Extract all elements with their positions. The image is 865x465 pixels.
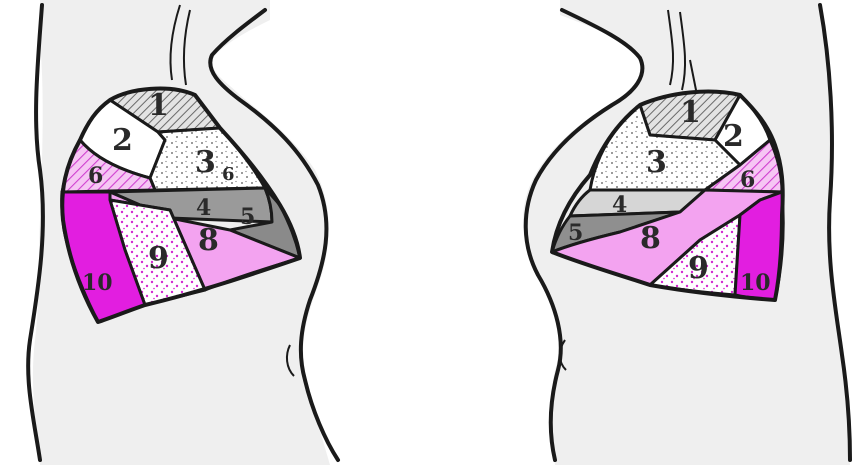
left-label-6: 6 [88, 163, 103, 189]
left-label-2: 2 [112, 123, 133, 158]
left-label-3: 3 [195, 145, 216, 180]
right-label-1: 1 [680, 95, 701, 130]
left-label-5: 5 [240, 204, 255, 230]
left-label-1: 1 [148, 88, 169, 123]
right-label-6: 6 [740, 167, 755, 193]
left-label-10: 10 [82, 270, 113, 296]
right-figure: 1 2 3 6 4 5 8 9 10 [523, 0, 850, 465]
left-label-3b: 6 [222, 164, 235, 185]
left-label-9: 9 [148, 241, 169, 276]
left-figure: 1 2 3 6 6 4 5 8 9 10 [28, 0, 338, 465]
right-label-5: 5 [568, 220, 583, 246]
right-label-10: 10 [740, 270, 771, 296]
right-label-3: 3 [646, 145, 667, 180]
right-label-8: 8 [640, 221, 661, 256]
right-label-4: 4 [612, 192, 627, 218]
left-label-8: 8 [198, 223, 219, 258]
right-label-2: 2 [723, 119, 744, 154]
left-label-4: 4 [196, 195, 211, 221]
right-label-9: 9 [688, 251, 709, 286]
